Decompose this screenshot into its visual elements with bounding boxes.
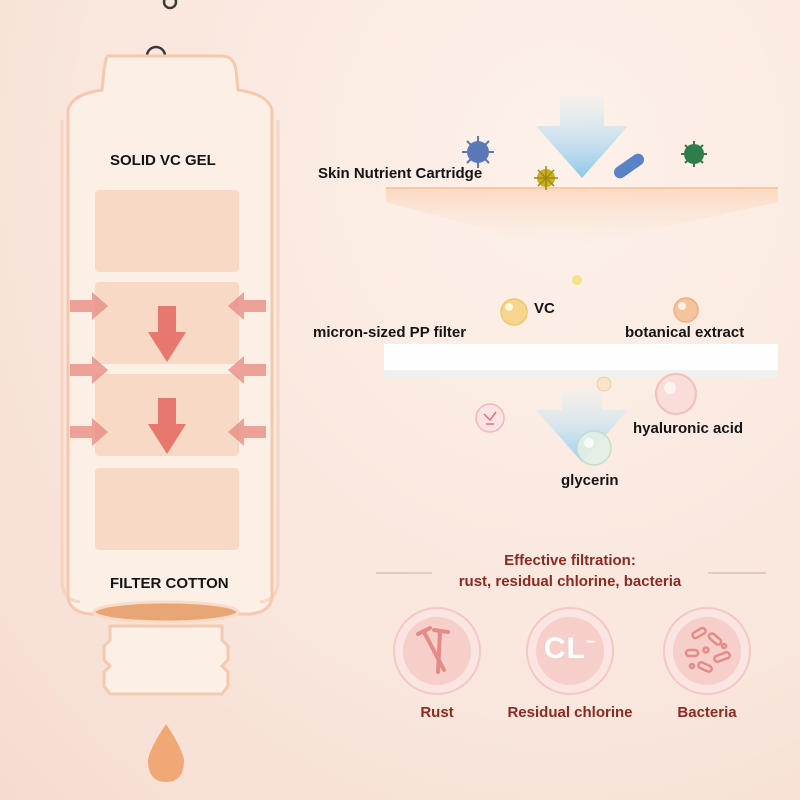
bacteria-label: Bacteria: [677, 704, 737, 721]
side-arrow: [70, 356, 108, 384]
virus-icon: [462, 136, 494, 168]
chlorine-icon: [526, 607, 614, 695]
filter-cotton-disc: [92, 600, 240, 624]
chlorine-superscript: −: [585, 634, 597, 651]
water-flow-arrow: [536, 388, 628, 462]
hyaluronic-sphere: [655, 373, 697, 415]
hyaluronic-acid-label: hyaluronic acid: [633, 420, 744, 437]
droplet-small: [572, 275, 582, 285]
cartridge-illustration: [60, 0, 280, 782]
cartridge-bottom-label: FILTER COTTON: [110, 575, 229, 592]
vc-label: VC: [534, 300, 555, 317]
side-arrow: [70, 292, 108, 320]
pp-filter-label: micron-sized PP filter: [313, 324, 467, 341]
bacteria-icon: [663, 607, 751, 695]
side-arrow: [70, 418, 108, 446]
water-flow-arrow: [536, 96, 628, 178]
pollen-icon: [534, 166, 558, 190]
chlorine-symbol: CL−: [525, 632, 615, 666]
side-arrow: [228, 418, 266, 446]
filter-block: [95, 468, 239, 550]
side-arrow: [228, 292, 266, 320]
cartridge-neck: [102, 624, 230, 696]
residual-chlorine-label: Residual chlorine: [507, 704, 633, 721]
nutrient-cartridge-label: Skin Nutrient Cartridge: [318, 165, 483, 182]
layer-diagram: [384, 96, 778, 466]
down-arrow: [148, 306, 186, 362]
hyaluronic-molecule-sphere: [475, 403, 505, 433]
vc-sphere: [500, 298, 528, 326]
cartridge-top-label: SOLID VC GEL: [110, 152, 216, 169]
botanical-sphere: [673, 297, 699, 323]
nutrient-layer: [386, 188, 778, 250]
molecule-sphere-small: [596, 376, 612, 392]
glycerin-label: glycerin: [561, 472, 619, 489]
filter-block: [95, 190, 239, 272]
water-droplet: [148, 724, 184, 782]
side-arrow: [228, 356, 266, 384]
filtration-subheading: rust, residual chlorine, bacteria: [458, 573, 682, 590]
germ-icon: [681, 141, 707, 167]
glycerin-sphere: [576, 430, 612, 466]
rust-label: Rust: [420, 704, 454, 721]
bubble: [162, 0, 178, 10]
botanical-extract-label: botanical extract: [625, 324, 745, 341]
filtration-divider: [376, 572, 766, 574]
down-arrow: [148, 398, 186, 454]
chlorine-symbol-text: CL: [543, 632, 586, 665]
bacillus-icon: [613, 153, 645, 179]
nail-icon: [393, 607, 481, 695]
filtration-heading: Effective filtration:: [504, 552, 636, 569]
